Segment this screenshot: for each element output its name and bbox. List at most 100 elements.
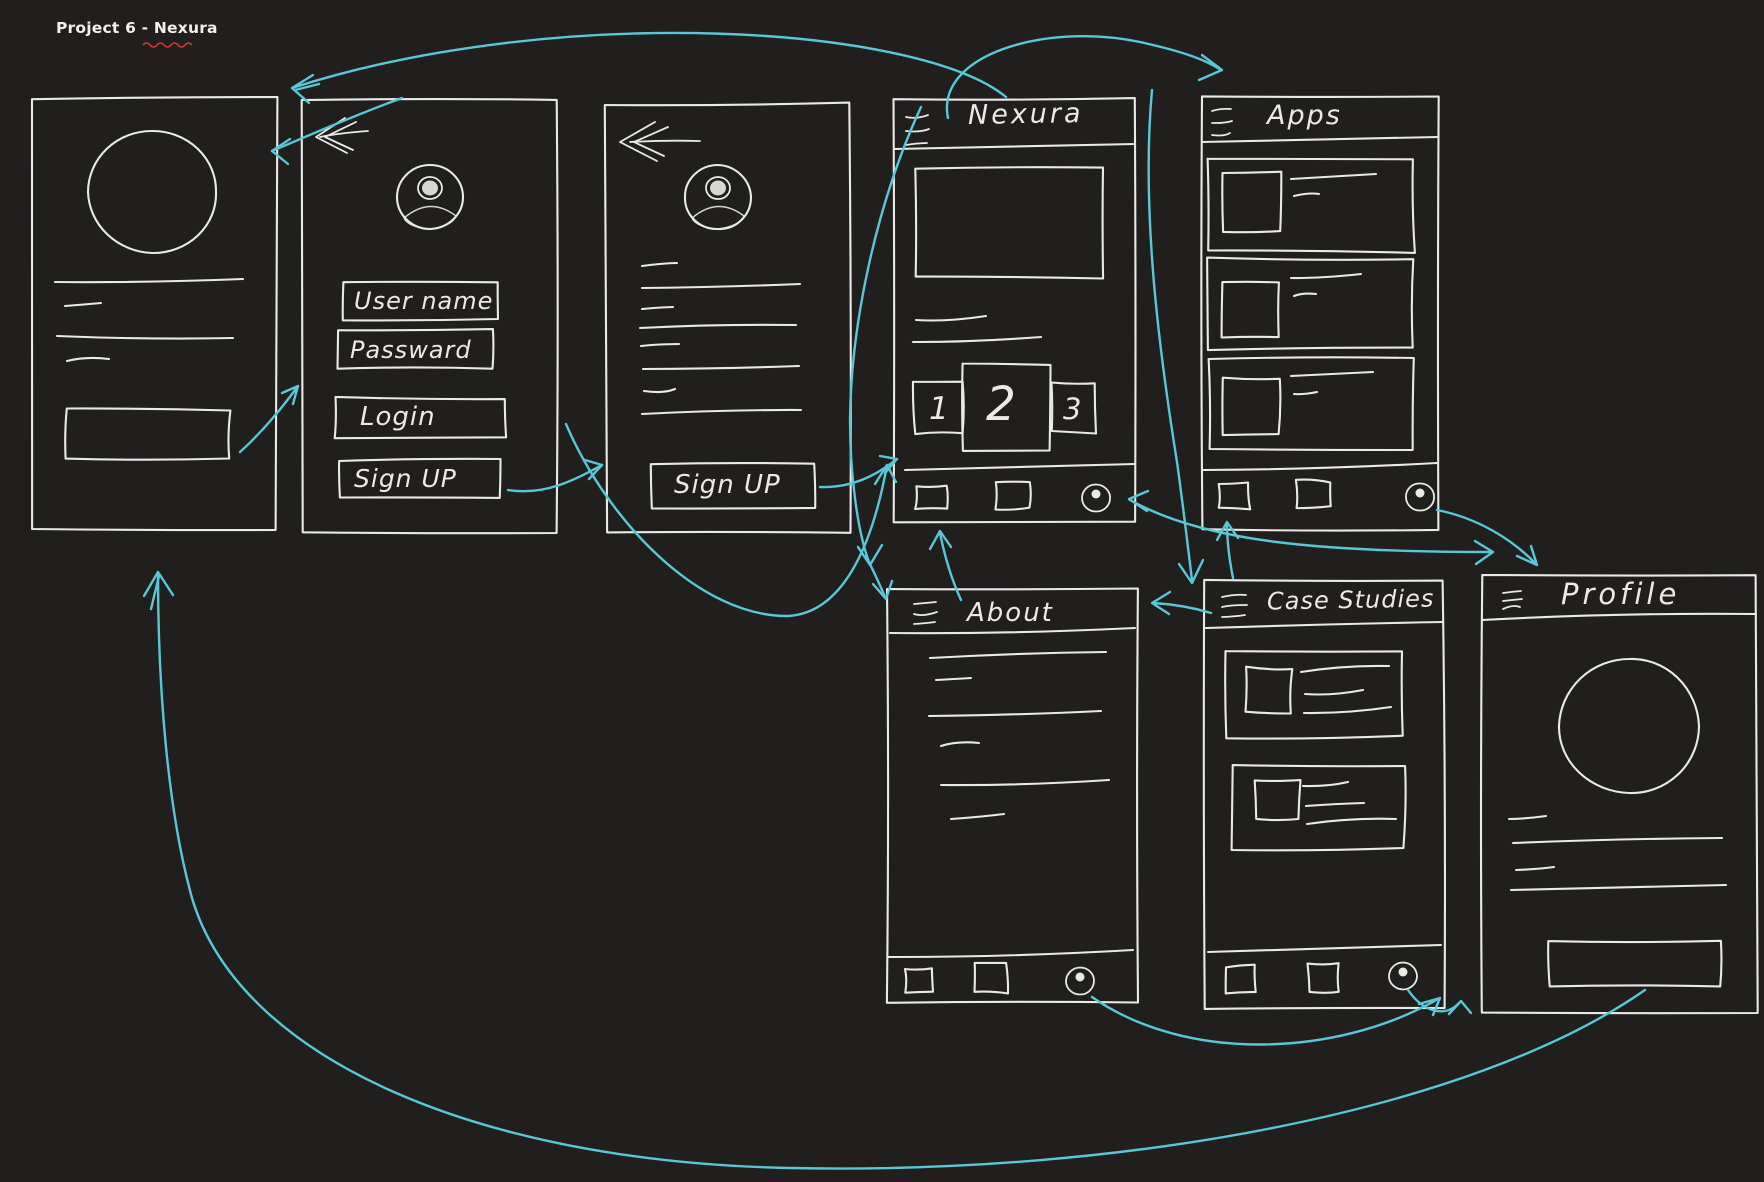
nav-page-icon: [1306, 962, 1340, 994]
carousel-number-3[interactable]: 3: [1063, 392, 1083, 426]
header-divider: [888, 626, 1137, 635]
password-label[interactable]: Passward: [350, 336, 472, 364]
nav-profile-icon: [1388, 961, 1418, 991]
arrow-menu-to-case-studies[interactable]: [1147, 88, 1205, 585]
login-signup-label[interactable]: Sign UP: [354, 464, 457, 493]
hamburger-menu-icon: [1211, 107, 1233, 137]
carousel-item-3: [1050, 381, 1098, 435]
carousel-number-2[interactable]: 2: [986, 377, 1017, 432]
arrow-login-back-to-splash[interactable]: [270, 96, 404, 166]
form-line: [642, 387, 677, 394]
apps-frame: [1200, 95, 1440, 532]
about-screen-title[interactable]: About: [967, 598, 1054, 628]
text-line: [911, 335, 1043, 344]
login-button: [333, 395, 508, 440]
text-line: [1305, 817, 1398, 826]
app-thumbnail: [1221, 376, 1282, 437]
hamburger-menu-icon: [1502, 590, 1523, 610]
arrow-about-avatar-to-profile[interactable]: [1090, 995, 1442, 1046]
home-frame: [892, 97, 1137, 524]
splash-cta-button: [64, 407, 232, 461]
back-arrow-icon: [315, 117, 369, 154]
screen-case-studies[interactable]: [1202, 578, 1447, 1010]
signup-button: [337, 457, 502, 499]
screen-profile[interactable]: [1479, 573, 1759, 1015]
nav-page-icon: [973, 961, 1010, 995]
apps-screen-title[interactable]: Apps: [1267, 100, 1342, 131]
text-line: [63, 301, 103, 308]
back-arrow-icon: [619, 121, 701, 162]
arrow-login-to-signup[interactable]: [506, 458, 604, 493]
text-line: [1292, 192, 1321, 198]
text-line: [1289, 172, 1378, 181]
arrow-home-back-to-splash[interactable]: [290, 31, 1008, 105]
nav-page-icon: [914, 484, 949, 511]
arrow-home-to-apps[interactable]: [945, 35, 1224, 120]
case-thumbnail: [1253, 779, 1302, 822]
text-line: [1304, 801, 1366, 808]
text-line: [939, 741, 981, 748]
arrow-about-to-home[interactable]: [928, 529, 963, 602]
navbar-divider: [886, 948, 1135, 959]
text-line: [934, 676, 973, 682]
arrow-profile-logout-to-splash[interactable]: [142, 570, 1647, 1170]
text-line: [1303, 688, 1365, 696]
arrow-case-studies-to-about[interactable]: [1150, 590, 1213, 616]
text-line: [1299, 664, 1391, 674]
text-line: [1507, 814, 1548, 821]
arrow-case-avatar-to-profile[interactable]: [1406, 988, 1473, 1016]
navbar-divider: [903, 462, 1137, 472]
arrow-menu-to-about[interactable]: [848, 105, 923, 601]
screen-apps[interactable]: [1200, 95, 1440, 532]
form-line: [640, 282, 802, 290]
page-title[interactable]: Project 6 - Nexura: [56, 19, 218, 37]
case-study-card: [1230, 764, 1407, 852]
splash-frame: [30, 96, 279, 532]
text-line: [914, 314, 988, 322]
flow-arrows: [142, 31, 1647, 1170]
nav-page-icon: [903, 967, 935, 994]
user-avatar-icon: [683, 163, 753, 231]
screen-splash[interactable]: [30, 96, 279, 532]
text-line: [1289, 272, 1363, 280]
text-line: [928, 650, 1108, 660]
arrow-splash-to-login[interactable]: [238, 384, 300, 454]
arrow-apps-avatar-to-profile[interactable]: [1435, 508, 1539, 567]
form-line: [640, 408, 803, 416]
username-field: [341, 280, 500, 322]
signup-button-label[interactable]: Sign UP: [674, 470, 781, 500]
app-card: [1207, 356, 1415, 452]
header-divider: [893, 142, 1137, 151]
profile-action-button: [1547, 939, 1723, 988]
hamburger-menu-icon: [905, 114, 930, 146]
arrow-login-to-home[interactable]: [564, 422, 898, 618]
text-line: [1511, 836, 1724, 845]
carousel-number-1[interactable]: 1: [929, 391, 950, 427]
screen-home[interactable]: [892, 97, 1137, 524]
username-label[interactable]: User name: [354, 287, 494, 315]
form-line: [641, 364, 801, 371]
login-frame: [300, 98, 559, 535]
text-line: [1301, 780, 1350, 788]
spellcheck-underline: [142, 42, 193, 48]
login-button-label[interactable]: Login: [360, 402, 436, 432]
nav-page-icon: [994, 480, 1032, 511]
screen-about[interactable]: [885, 587, 1140, 1004]
arrow-case-studies-to-home[interactable]: [1215, 520, 1240, 580]
hamburger-menu-icon: [913, 601, 938, 625]
home-screen-title[interactable]: Nexura: [967, 97, 1084, 132]
screen-signup[interactable]: [603, 101, 852, 534]
signup-submit-button: [649, 462, 817, 510]
app-thumbnail: [1220, 280, 1280, 339]
case-studies-frame: [1202, 578, 1447, 1010]
carousel-item-2: [961, 362, 1052, 452]
screen-login[interactable]: [300, 98, 559, 535]
text-line: [55, 334, 235, 340]
hero-image-placeholder: [914, 166, 1105, 280]
profile-screen-title[interactable]: Profile: [1561, 577, 1681, 611]
arrow-nav-avatar-to-profile[interactable]: [1127, 489, 1495, 566]
form-line: [640, 261, 679, 268]
case-studies-screen-title[interactable]: Case Studies: [1266, 584, 1435, 616]
